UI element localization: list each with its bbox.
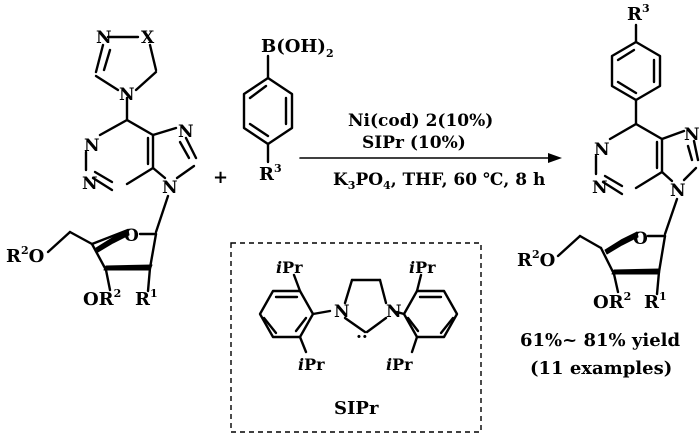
product-n1: N <box>594 140 610 160</box>
or2-substituent: OR2 <box>83 287 121 310</box>
conditions-label: K3PO4, THF, 60 ℃, 8 h <box>333 170 545 192</box>
product-r1: R1 <box>644 290 667 313</box>
yield-range: 61%~ 81% yield <box>520 330 681 351</box>
product-n3: N <box>592 178 608 198</box>
product-purine-five-ring <box>660 129 700 183</box>
right-aryl-ring <box>395 273 459 354</box>
ribose-ring <box>46 194 170 293</box>
product-n7: N <box>684 125 700 145</box>
product-or2: OR2 <box>593 290 631 313</box>
triazole-n-link: N <box>119 85 135 105</box>
catalyst-label: Ni(cod) 2(10%) <box>348 111 493 131</box>
ligand-n-right: N <box>386 302 402 322</box>
product-aryl-ring <box>610 40 662 102</box>
purine-n7: N <box>178 122 194 142</box>
r2o-substituent: R2O <box>6 244 44 267</box>
product-purine-six-ring <box>594 122 664 196</box>
purine-n3: N <box>82 174 98 194</box>
product-nucleoside: R3 N N N N <box>517 2 700 379</box>
purine-n1: N <box>84 136 100 156</box>
plus-sign: + <box>213 167 228 188</box>
purine-six-ring <box>84 118 155 192</box>
ligand-loading-label: SIPr (10%) <box>362 133 466 153</box>
boronic-benzene-ring <box>242 76 294 146</box>
product-n9: N <box>670 181 686 201</box>
product-ribose-oxygen: O <box>633 229 648 249</box>
triazole-ring <box>94 35 158 122</box>
examples-count: (11 examples) <box>530 358 672 379</box>
aryl-boronic-acid: B(OH)2 R3 <box>242 36 334 185</box>
r1-substituent: R1 <box>135 287 158 310</box>
ipr-top-left: iPr <box>276 258 303 277</box>
ligand-name: SIPr <box>334 398 379 419</box>
ipr-bottom-right: iPr <box>386 355 413 374</box>
product-r2o: R2O <box>517 248 555 271</box>
boronic-acid-group: B(OH)2 <box>261 36 334 60</box>
ribose-oxygen: O <box>124 226 139 246</box>
ipr-bottom-left: iPr <box>298 355 325 374</box>
r3-substituent: R3 <box>259 162 282 185</box>
purine-n9: N <box>162 178 178 198</box>
product-ribose-ring <box>556 197 679 296</box>
purine-five-ring <box>151 126 198 180</box>
starting-nucleoside: N X N N N N N <box>6 28 198 310</box>
triazole-n-top: N <box>96 28 112 48</box>
sipr-ligand-box: N N .. iPr iPr iPr iPr SIPr <box>230 242 482 433</box>
ipr-top-right: iPr <box>409 258 436 277</box>
carbene-lone-pair: .. <box>356 323 368 343</box>
reaction-arrow <box>299 153 562 163</box>
left-aryl-ring <box>258 273 332 354</box>
dashed-frame <box>230 242 482 433</box>
ligand-n-left: N <box>334 302 350 322</box>
product-r3: R3 <box>627 2 650 25</box>
imidazolidine-ring <box>343 278 388 334</box>
triazole-x: X <box>141 28 155 48</box>
